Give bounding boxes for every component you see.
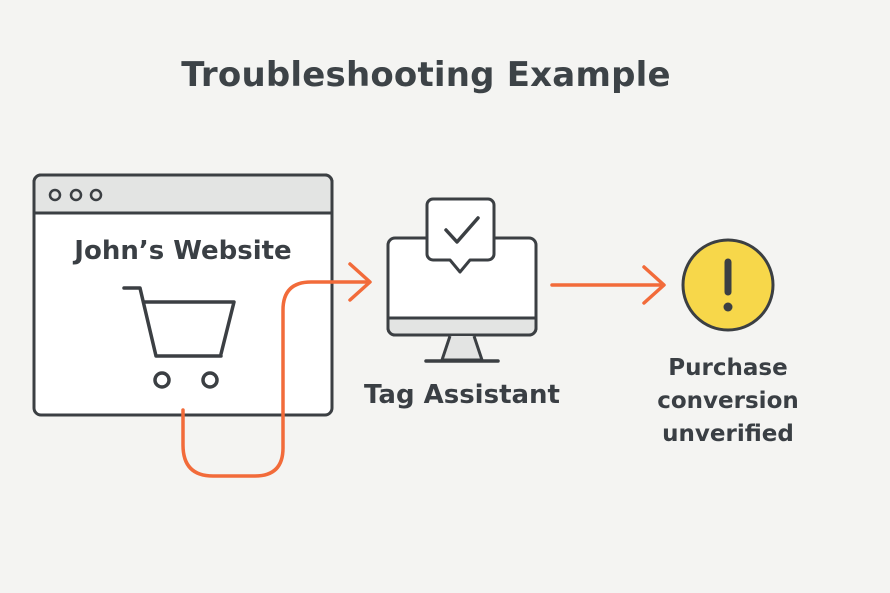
flow-arrow-website-to-tag [181, 262, 372, 478]
exclamation-icon [681, 238, 775, 332]
flow-arrow-tag-to-status [550, 265, 666, 305]
status-label-line: unverified [662, 421, 794, 447]
checkmark-bubble-icon [425, 197, 496, 274]
browser-window-icon [32, 173, 334, 417]
status-label-line: conversion [657, 388, 799, 414]
status-label-line: Purchase [668, 355, 788, 381]
shopping-cart-icon [122, 286, 236, 389]
page-title: Troubleshooting Example [181, 55, 671, 95]
tag-assistant-label: Tag Assistant [364, 380, 560, 410]
status-label: Purchase conversion unverified [636, 352, 820, 451]
website-label: John’s Website [74, 236, 292, 266]
